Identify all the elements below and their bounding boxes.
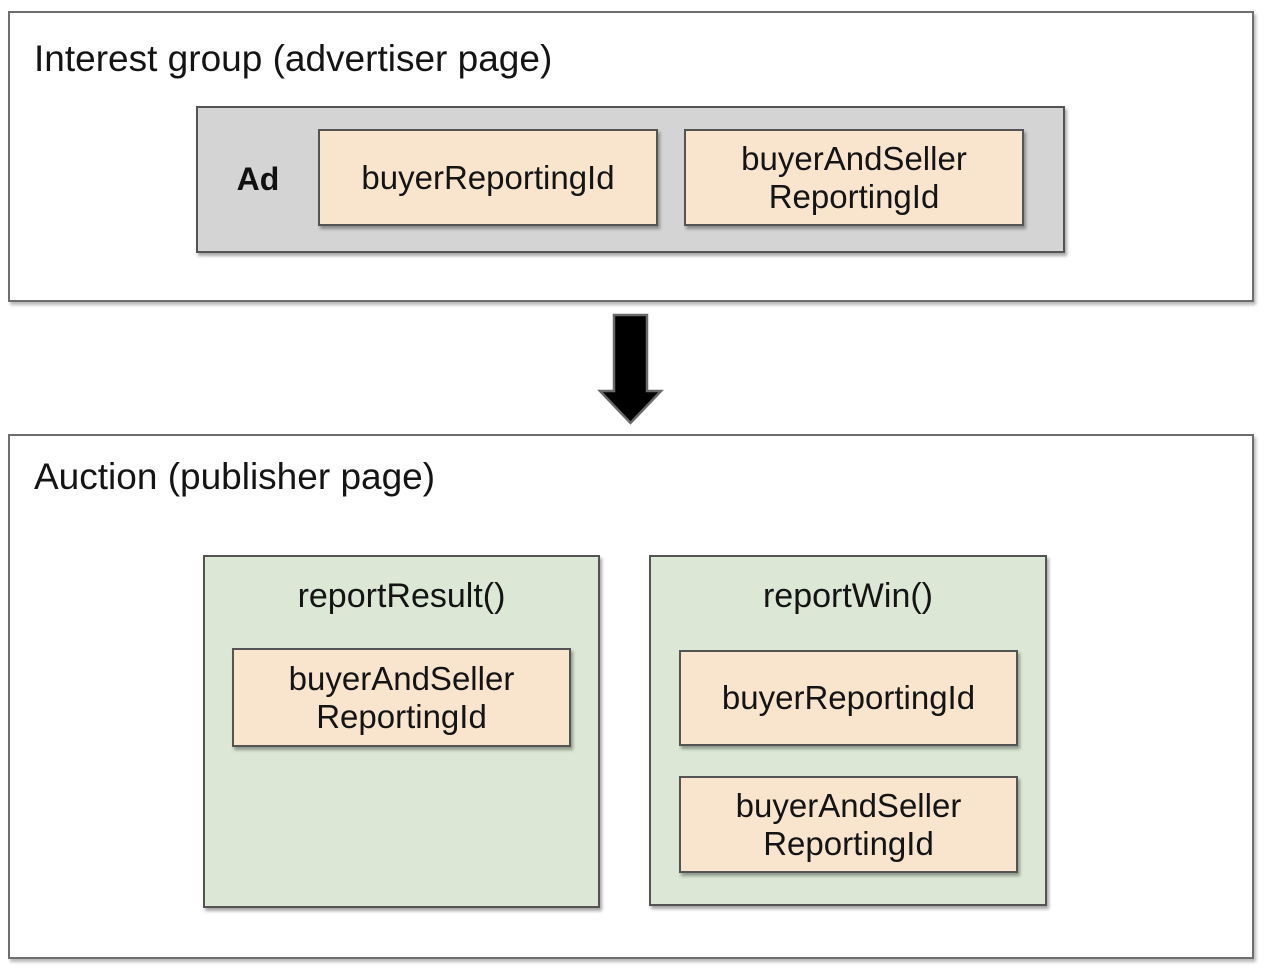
buyer-reporting-id-chip: buyerReportingId (679, 650, 1018, 746)
report-win-title: reportWin() (762, 577, 934, 615)
report-result-title: reportResult() (297, 577, 506, 615)
report-result-box: reportResult() buyerAndSeller ReportingI… (203, 555, 600, 908)
report-win-box: reportWin() buyerReportingId buyerAndSel… (649, 555, 1047, 906)
buyer-and-seller-reporting-id-chip: buyerAndSeller ReportingId (232, 648, 571, 747)
down-arrow-icon (597, 313, 664, 425)
auction-title: Auction (publisher page) (34, 456, 436, 497)
interest-group-title: Interest group (advertiser page) (34, 38, 553, 79)
ad-label: Ad (236, 161, 280, 197)
interest-group-box: Interest group (advertiser page) Ad buye… (8, 11, 1254, 302)
auction-box: Auction (publisher page) reportResult() … (8, 434, 1254, 959)
buyer-and-seller-reporting-id-chip: buyerAndSeller ReportingId (679, 776, 1018, 873)
buyer-reporting-id-chip: buyerReportingId (318, 129, 658, 226)
ad-box: Ad buyerReportingId buyerAndSeller Repor… (196, 106, 1065, 253)
buyer-and-seller-reporting-id-chip: buyerAndSeller ReportingId (684, 129, 1024, 226)
